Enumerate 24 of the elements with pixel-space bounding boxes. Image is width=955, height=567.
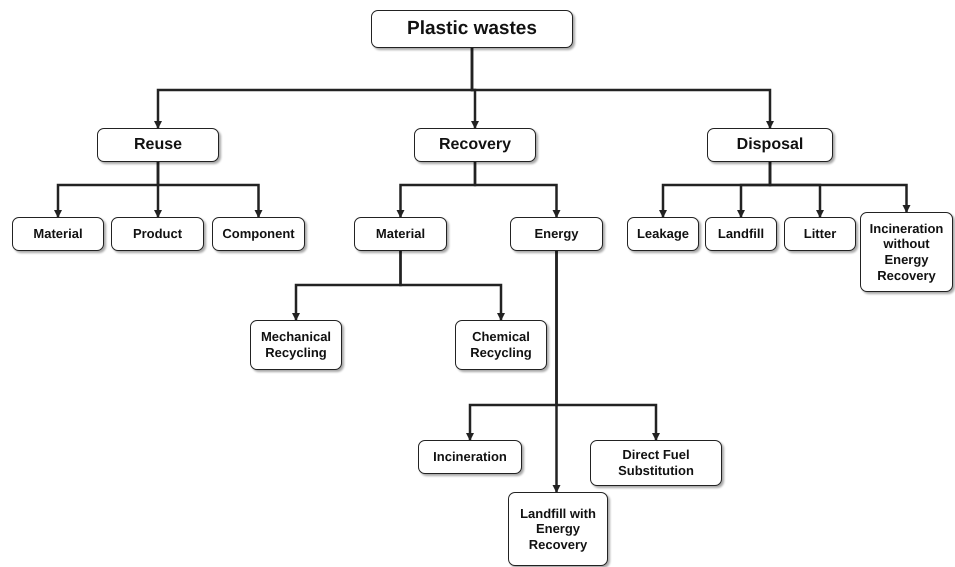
- category-box: Material: [12, 217, 104, 251]
- category-box: Landfill with Energy Recovery: [508, 492, 608, 566]
- category-box: Incineration without Energy Recovery: [860, 212, 953, 292]
- category-box: Landfill: [705, 217, 777, 251]
- category-box: Leakage: [627, 217, 699, 251]
- category-box: Incineration: [418, 440, 522, 474]
- category-box: Recovery: [414, 128, 536, 162]
- arrow: [474, 162, 560, 218]
- category-box: Litter: [784, 217, 856, 251]
- arrow: [768, 162, 910, 213]
- arrow: [552, 251, 560, 493]
- category-box: Plastic wastes: [371, 10, 573, 48]
- category-box: Disposal: [707, 128, 833, 162]
- category-box: Chemical Recycling: [455, 320, 547, 370]
- category-box: Component: [212, 217, 305, 251]
- arrow: [470, 48, 774, 129]
- category-box: Energy: [510, 217, 603, 251]
- category-box: Direct Fuel Substitution: [590, 440, 722, 486]
- category-box: Reuse: [97, 128, 219, 162]
- category-box: Material: [354, 217, 447, 251]
- category-box: Mechanical Recycling: [250, 320, 342, 370]
- arrow: [399, 251, 505, 321]
- arrow: [156, 162, 262, 218]
- category-box: Product: [111, 217, 204, 251]
